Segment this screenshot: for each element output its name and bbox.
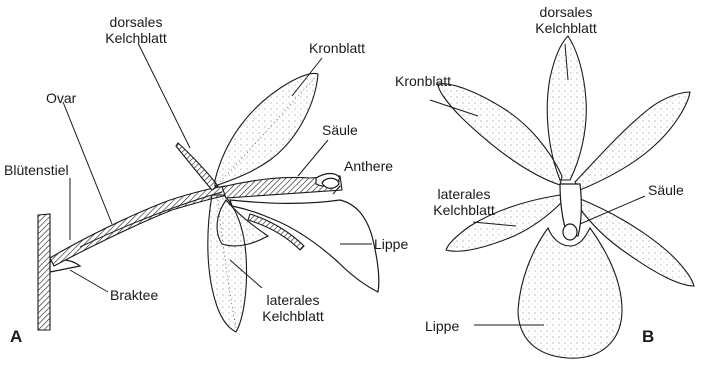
petal-shape (215, 73, 318, 186)
label-pedicel: Blütenstiel (4, 162, 69, 178)
label-dorsal-sepal-b-line2: Kelchblatt (526, 20, 606, 36)
label-petal-b: Kronblatt (395, 73, 451, 89)
label-lateral-sepal-a-line1: laterales (248, 292, 338, 308)
dorsal-sepal-shape (176, 143, 218, 190)
petal-b-left-shape (438, 84, 562, 185)
label-lip-b: Lippe (425, 318, 459, 334)
petal-b-right-shape (575, 92, 690, 190)
label-lateral-sepal-a: laterales Kelchblatt (248, 292, 338, 324)
label-lateral-sepal-b-line2: Kelchblatt (424, 202, 504, 218)
label-dorsal-sepal-b: dorsales Kelchblatt (526, 4, 606, 36)
column-b-anther (563, 224, 577, 240)
stem-shape (38, 214, 50, 330)
label-petal-a: Kronblatt (309, 40, 365, 56)
lip-b-shape (518, 228, 622, 358)
label-bract: Braktee (110, 287, 158, 303)
label-column-a: Säule (322, 122, 358, 138)
label-lateral-sepal-b: laterales Kelchblatt (424, 186, 504, 218)
leader-dorsal-sepal-a (138, 43, 190, 148)
label-dorsal-sepal-a: dorsales Kelchblatt (96, 14, 176, 46)
label-lateral-sepal-a-line2: Kelchblatt (248, 308, 338, 324)
anther-shape (322, 178, 339, 188)
leader-column-a (298, 140, 328, 176)
panel-b-letter: B (642, 327, 654, 347)
leader-bract (70, 270, 108, 292)
label-dorsal-sepal-a-line1: dorsales (96, 14, 176, 30)
label-lip-a: Lippe (374, 236, 408, 252)
label-dorsal-sepal-b-line1: dorsales (526, 4, 606, 20)
label-anther: Anthere (344, 158, 393, 174)
label-column-b: Säule (648, 182, 684, 198)
label-lateral-sepal-b-line1: laterales (424, 186, 504, 202)
label-ovary: Ovar (46, 90, 76, 106)
panel-a-drawing (38, 43, 379, 332)
label-dorsal-sepal-a-line2: Kelchblatt (96, 30, 176, 46)
panel-a-letter: A (10, 327, 22, 347)
